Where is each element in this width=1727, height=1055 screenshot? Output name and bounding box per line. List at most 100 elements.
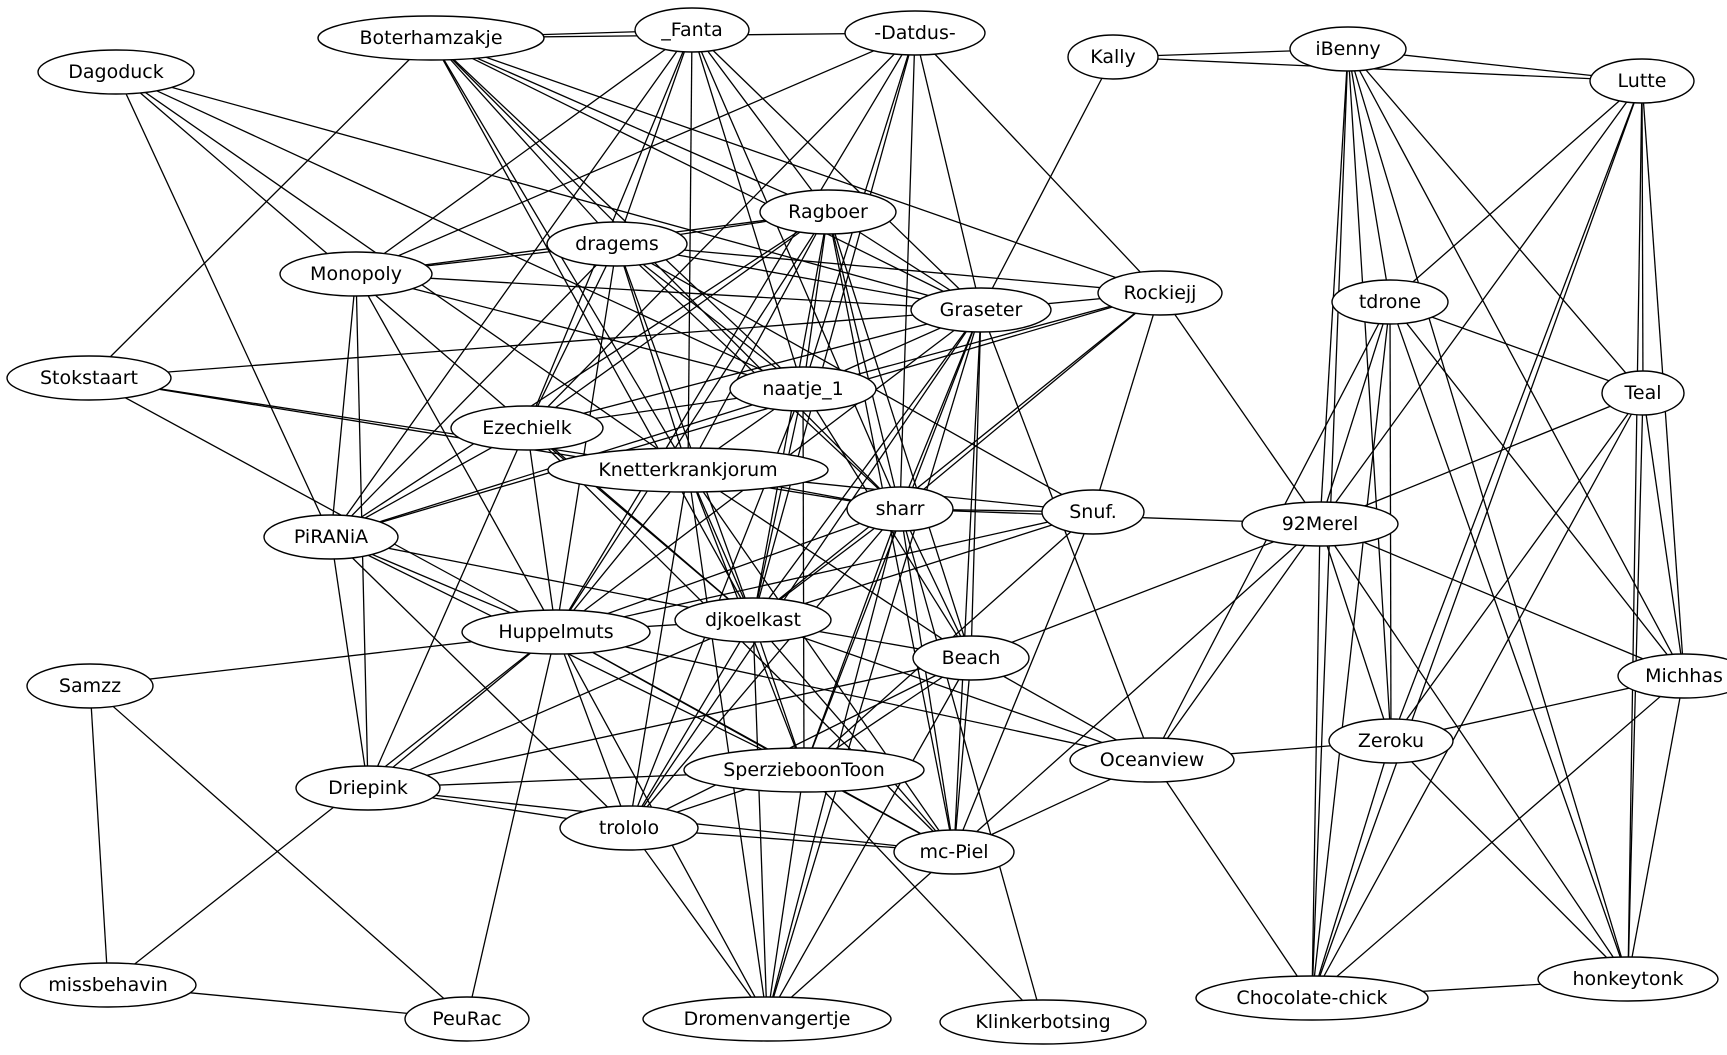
node-ellipse bbox=[939, 999, 1147, 1045]
node-michhas: Michhas bbox=[1617, 653, 1727, 699]
edge-dragems-knetterkrankjorum bbox=[616, 243, 689, 471]
node-naatje-1: naatje_1 bbox=[729, 366, 877, 412]
edge-rockiejj-snuf bbox=[1092, 292, 1161, 513]
node-monopoly: Monopoly bbox=[279, 251, 433, 297]
edge-tdrone-honkeytonk bbox=[1389, 301, 1629, 980]
node-label: SperzieboonToon bbox=[723, 759, 885, 781]
node-sharr: sharr bbox=[846, 486, 954, 532]
node-ellipse bbox=[404, 996, 530, 1042]
node-label: Dromenvangertje bbox=[684, 1008, 851, 1030]
node-ellipse bbox=[683, 747, 925, 793]
node-tdrone: tdrone bbox=[1331, 279, 1449, 325]
edge-boterhamzakje-dragems bbox=[430, 37, 618, 245]
edge-knetterkrankjorum-djkoelkast bbox=[687, 469, 754, 621]
node-fanta: _Fanta bbox=[634, 7, 750, 53]
node-label: 92Merel bbox=[1282, 513, 1359, 535]
node-ellipse bbox=[295, 765, 441, 811]
node-ellipse bbox=[19, 962, 197, 1008]
node-peurac: PeuRac bbox=[404, 996, 530, 1042]
node-label: Graseter bbox=[940, 299, 1023, 321]
edge-graseter-beach bbox=[970, 309, 982, 659]
edge-sharr-huppelmuts bbox=[555, 508, 901, 633]
edge-graseter-sharr bbox=[899, 309, 982, 510]
node-ellipse bbox=[1041, 489, 1145, 535]
edge-graseter-trololo bbox=[628, 309, 982, 829]
node-ellipse bbox=[674, 597, 832, 643]
node-snuf: Snuf. bbox=[1041, 489, 1145, 535]
edge-djkoelkast-dromenvangertje bbox=[752, 619, 768, 1020]
node-honkeytonk: honkeytonk bbox=[1537, 956, 1719, 1002]
edge-tdrone-92merel bbox=[1319, 301, 1391, 525]
edge-fanta-dragems bbox=[616, 29, 693, 245]
edge-datdus-sharr bbox=[899, 32, 916, 510]
edge-naatje-1-djkoelkast bbox=[752, 388, 804, 621]
node-dromenvangertje: Dromenvangertje bbox=[642, 996, 892, 1042]
edge-knetterkrankjorum-mc-piel bbox=[687, 469, 955, 853]
node-ellipse bbox=[846, 486, 954, 532]
edge-boterhamzakje-rockiejj bbox=[430, 37, 1161, 294]
edge-trololo-dromenvangertje bbox=[628, 827, 768, 1020]
edge-djkoelkast-trololo bbox=[628, 619, 754, 829]
node-ellipse bbox=[279, 251, 433, 297]
edge-kally-graseter bbox=[980, 56, 1114, 311]
edge-dragems-pirania bbox=[330, 243, 618, 538]
edge-datdus-huppelmuts bbox=[555, 32, 916, 633]
edge-fanta-naatje-1 bbox=[691, 29, 804, 390]
node-samzz: Samzz bbox=[26, 663, 154, 709]
node-ellipse bbox=[450, 405, 604, 451]
edge-tdrone-chocolate-chick bbox=[1311, 301, 1391, 999]
edge-snuf-djkoelkast bbox=[752, 511, 1094, 621]
edge-boterhamzakje-naatje-1 bbox=[430, 37, 804, 390]
node-label: dragems bbox=[575, 233, 659, 255]
edge-lutte-honkeytonk bbox=[1627, 80, 1643, 980]
edge-datdus-ezechielk bbox=[526, 32, 916, 429]
node-ellipse bbox=[461, 609, 651, 655]
node-92merel: 92Merel bbox=[1241, 501, 1399, 547]
node-graseter: Graseter bbox=[910, 287, 1052, 333]
edge-lutte-zeroku bbox=[1390, 80, 1643, 742]
edge-sharr-sperzieboontoon bbox=[803, 508, 901, 771]
edge-92merel-beach bbox=[970, 523, 1321, 659]
edge-huppelmuts-trololo bbox=[555, 631, 630, 829]
node-ellipse bbox=[547, 447, 829, 493]
edge-pirania-djkoelkast bbox=[330, 536, 754, 621]
node-label: Oceanview bbox=[1100, 749, 1205, 771]
edge-boterhamzakje-graseter bbox=[430, 37, 982, 311]
edge-rockiejj-djkoelkast bbox=[752, 292, 1161, 621]
node-label: PiRANiA bbox=[294, 526, 368, 548]
node-ellipse bbox=[37, 49, 195, 95]
node-djkoelkast: djkoelkast bbox=[674, 597, 832, 643]
node-ezechielk: Ezechielk bbox=[450, 405, 604, 451]
node-ellipse bbox=[759, 189, 897, 235]
edge-rockiejj-sharr bbox=[899, 292, 1161, 510]
edge-ragboer-pirania bbox=[330, 211, 829, 538]
edge-huppelmuts-missbehavin bbox=[107, 631, 557, 986]
edge-knetterkrankjorum-dromenvangertje bbox=[687, 469, 768, 1020]
node-ellipse bbox=[1617, 653, 1727, 699]
node-ellipse bbox=[1069, 737, 1235, 783]
node-label: naatje_1 bbox=[762, 378, 843, 400]
edge-fanta-graseter bbox=[691, 29, 982, 311]
edge-zeroku-honkeytonk bbox=[1390, 740, 1629, 980]
node-ellipse bbox=[893, 829, 1015, 875]
node-label: Ezechielk bbox=[482, 417, 571, 439]
node-ellipse bbox=[263, 514, 399, 560]
node-ellipse bbox=[729, 366, 877, 412]
edge-teal-92merel bbox=[1319, 392, 1644, 525]
node-klinkerbotsing: Klinkerbotsing bbox=[939, 999, 1147, 1045]
node-label: sharr bbox=[876, 498, 925, 520]
edge-graseter-djkoelkast bbox=[752, 309, 982, 621]
node-ellipse bbox=[26, 663, 154, 709]
node-label: mc-Piel bbox=[919, 841, 988, 863]
edge-naatje-1-sperzieboontoon bbox=[802, 388, 805, 771]
edge-samzz-missbehavin bbox=[89, 685, 109, 986]
edge-monopoly-huppelmuts bbox=[355, 273, 557, 633]
edge-lutte-chocolate-chick bbox=[1311, 80, 1643, 999]
edge-knetterkrankjorum-huppelmuts bbox=[555, 469, 689, 633]
edge-sharr-klinkerbotsing bbox=[899, 508, 1044, 1023]
node-stokstaart: Stokstaart bbox=[6, 355, 172, 401]
edge-sharr-beach bbox=[899, 508, 972, 659]
node-ellipse bbox=[6, 355, 172, 401]
